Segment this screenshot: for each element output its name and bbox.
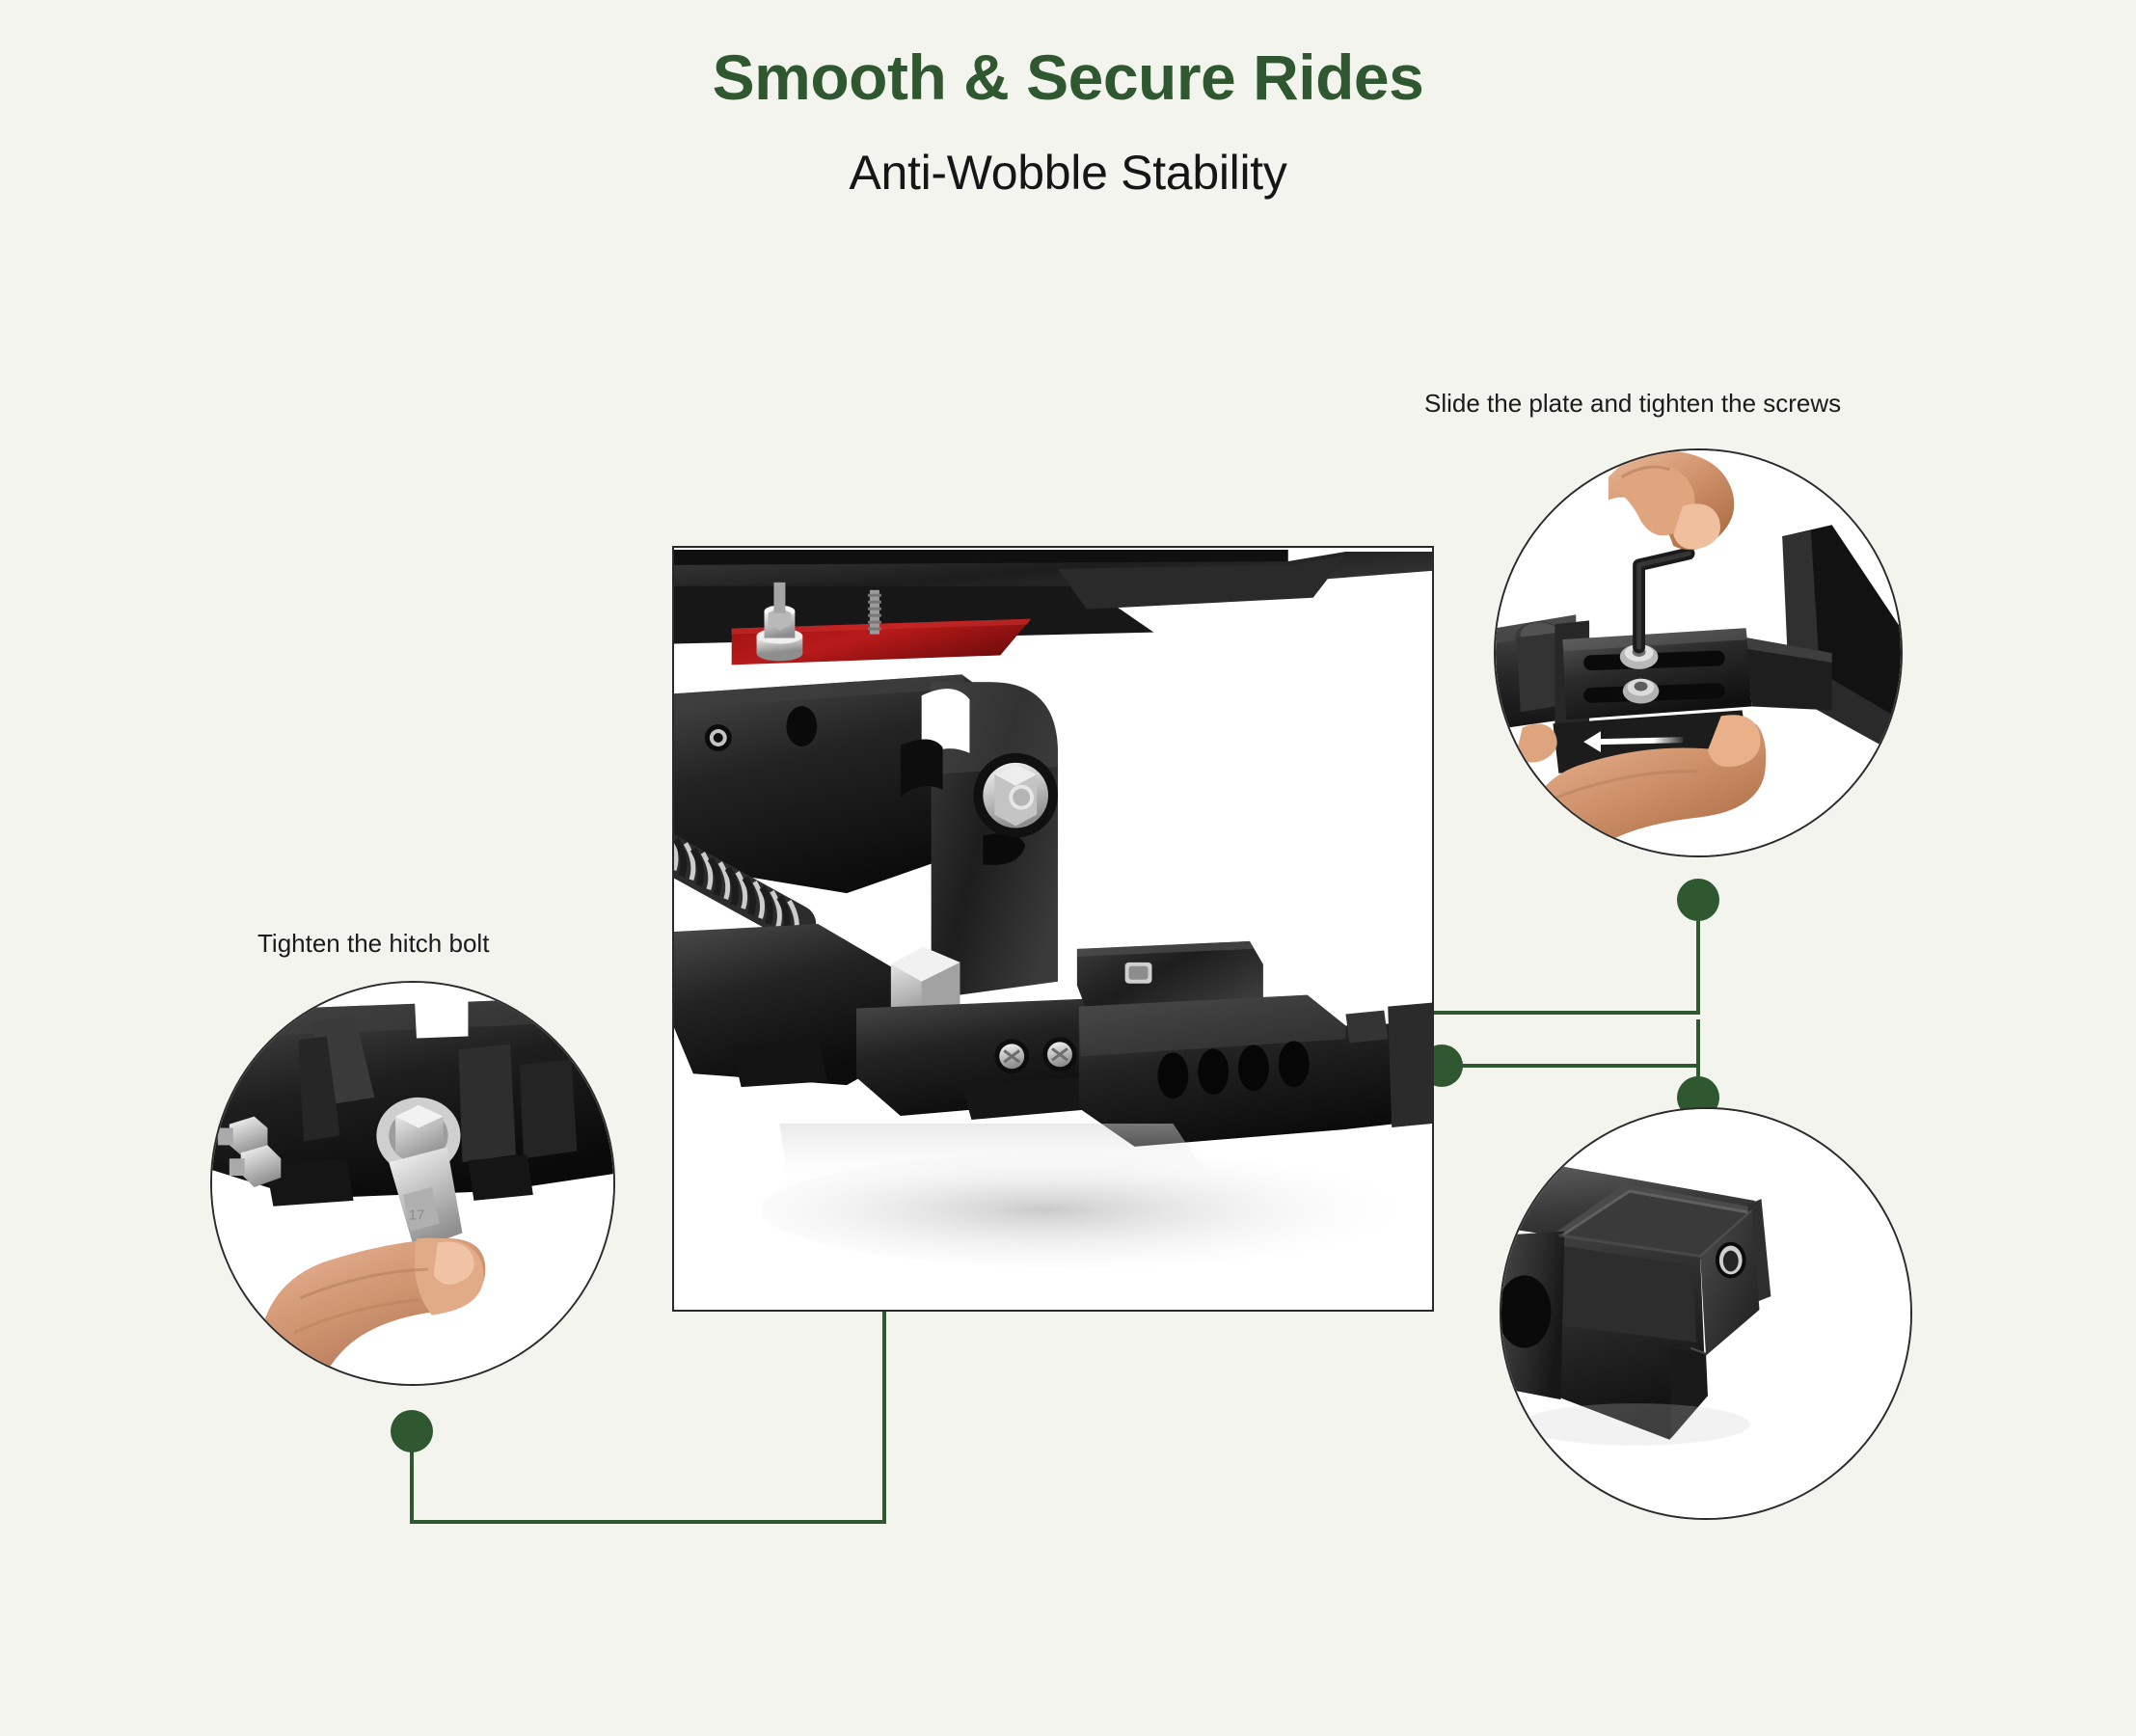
wrench-on-hitch-bolt-illustration: 17	[212, 983, 613, 1384]
main-product-illustration	[674, 548, 1432, 1310]
svg-text:17: 17	[409, 1208, 425, 1224]
detail-photo-slide-plate	[1494, 448, 1903, 857]
receiver-end-cap-illustration	[1501, 1109, 1910, 1518]
connector-dot-slide-plate-source	[1677, 879, 1719, 921]
callout-label-tighten-hitch-bolt: Tighten the hitch bolt	[257, 929, 490, 958]
connector-path-end-cap	[1442, 1064, 1700, 1094]
page-title: Smooth & Secure Rides	[712, 41, 1424, 113]
page-subtitle: Anti-Wobble Stability	[849, 146, 1287, 200]
callout-label-slide-plate: Slide the plate and tighten the screws	[1424, 389, 1842, 418]
allen-key-on-slotted-plate-illustration	[1496, 450, 1901, 855]
arrow-left-icon	[1583, 731, 1684, 753]
detail-photo-end-cap	[1500, 1107, 1912, 1520]
detail-photo-tighten-hitch-bolt: 17	[210, 981, 615, 1386]
main-product-photo	[672, 546, 1434, 1312]
connector-dot-hitch-bolt-source	[391, 1410, 433, 1452]
